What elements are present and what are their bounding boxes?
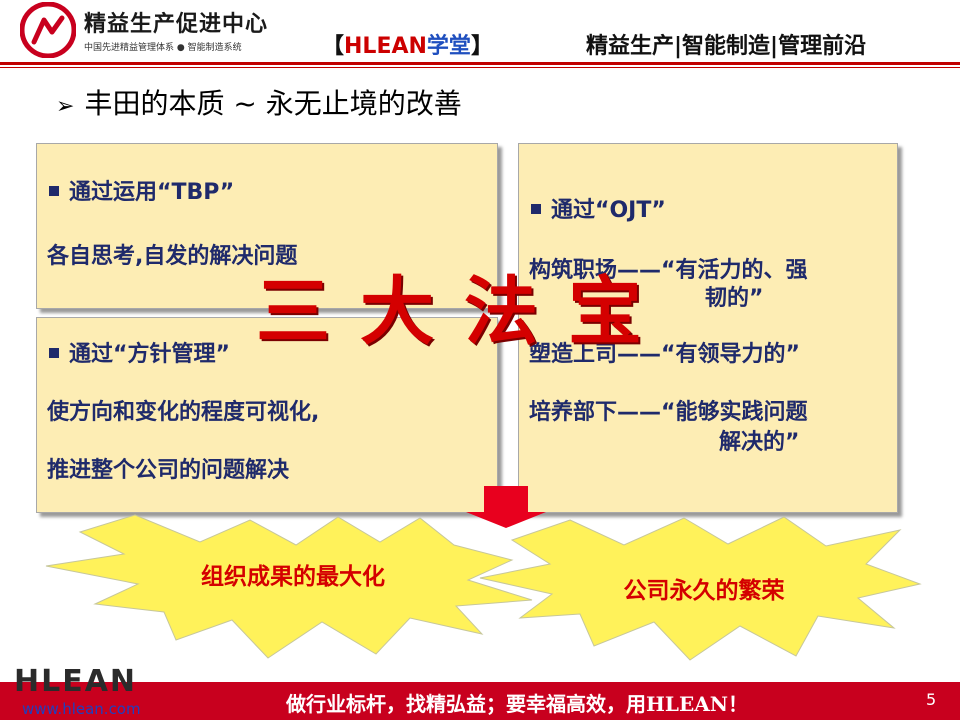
- burst-right: [479, 516, 922, 661]
- ojt-item-1-cont: 韧的”: [705, 286, 764, 311]
- header-divider-thin: [0, 67, 960, 68]
- footer-bar: [0, 682, 960, 720]
- policy-box: 通过“方针管理” 使方向和变化的程度可视化, 推进整个公司的问题解决: [36, 317, 498, 513]
- square-bullet-icon: [49, 348, 59, 358]
- tbp-heading-text: 通过运用“TBP”: [69, 180, 235, 205]
- result-left-text: 组织成果的最大化: [201, 563, 385, 590]
- ojt-item-3: 培养部下——“能够实践问题: [529, 400, 808, 425]
- policy-line-1: 使方向和变化的程度可视化,: [47, 400, 320, 425]
- brand-hlean: HLEAN: [344, 34, 427, 59]
- ojt-heading-text: 通过“OJT”: [551, 198, 666, 223]
- policy-heading-text: 通过“方针管理”: [69, 342, 230, 367]
- org-name: 精益生产促进中心: [84, 12, 269, 37]
- ojt-item-1: 构筑职场——“有活力的、强: [529, 258, 808, 283]
- ojt-item-3-cont: 解决的”: [719, 430, 800, 455]
- policy-heading: 通过“方针管理”: [49, 340, 230, 370]
- org-tagline: 中国先进精益管理体系 ● 智能制造系统: [84, 43, 242, 53]
- brand-bracket-left: 【: [322, 34, 345, 59]
- ojt-item-2: 塑造上司——“有领导力的”: [529, 342, 800, 367]
- brand-bracket-right: 】: [470, 34, 493, 59]
- square-bullet-icon: [531, 204, 541, 214]
- page-number: 5: [926, 690, 937, 709]
- ojt-box: 通过“OJT” 构筑职场——“有活力的、强 韧的” 塑造上司——“有领导力的” …: [518, 143, 898, 513]
- tbp-heading: 通过运用“TBP”: [49, 178, 234, 208]
- center-logo-icon: [20, 2, 76, 58]
- footer-slogan: 做行业标杆，找精弘益；要幸福高效，用HLEAN！: [286, 692, 749, 716]
- burst-left: [45, 514, 533, 659]
- header-tagline: 精益生产|智能制造|管理前沿: [586, 34, 867, 59]
- brand-hlean-xuetang: 【HLEAN学堂】: [322, 28, 493, 60]
- slide-title: ➢ 丰田的本质 ~ 永无止境的改善: [56, 82, 462, 122]
- header-divider: [0, 62, 960, 65]
- policy-line-2: 推进整个公司的问题解决: [47, 458, 290, 483]
- arrow-bullet-icon: ➢: [56, 94, 75, 119]
- brand-xuetang: 学堂: [426, 34, 471, 59]
- footer-logo: HLEAN: [14, 664, 138, 699]
- tbp-line: 各自思考,自发的解决问题: [47, 244, 298, 269]
- square-bullet-icon: [49, 186, 59, 196]
- three-treasures-title: 三大法宝: [256, 269, 672, 355]
- footer-url[interactable]: www.hlean.com: [22, 700, 141, 718]
- result-right-text: 公司永久的繁荣: [624, 577, 785, 604]
- tbp-box: 通过运用“TBP” 各自思考,自发的解决问题: [36, 143, 498, 309]
- slide-title-text: 丰田的本质 ~ 永无止境的改善: [84, 87, 462, 120]
- down-arrow-icon: [466, 486, 546, 528]
- ojt-heading: 通过“OJT”: [531, 196, 666, 226]
